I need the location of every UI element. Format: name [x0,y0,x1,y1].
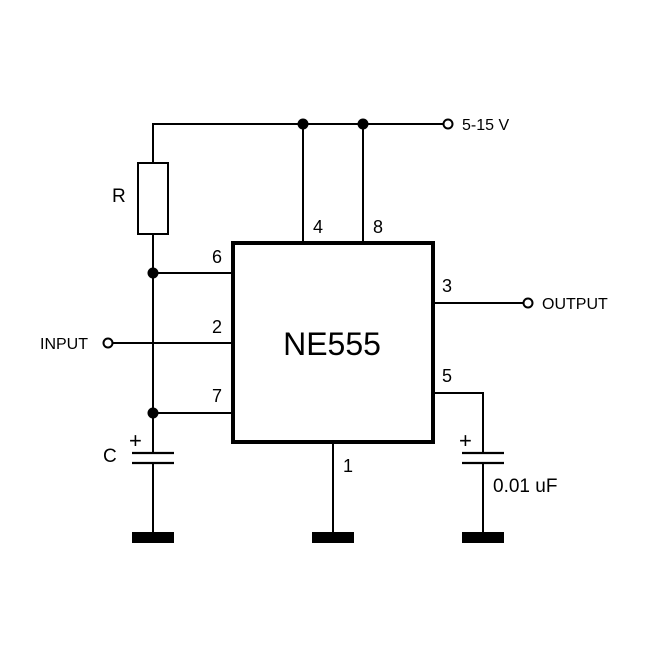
ne555-chip [231,241,435,444]
chip-name: NE555 [283,326,381,362]
output-terminal[interactable] [522,297,534,309]
pin2-label: 2 [212,317,222,337]
output-label: OUTPUT [542,296,608,313]
supply-label: 5-15 V [462,117,509,134]
capacitor-c-plus-sign: + [129,428,142,453]
pin5-label: 5 [442,366,452,386]
ground-symbol-ctrl [462,532,504,543]
junction-dot-pin8 [357,118,369,130]
junction-dot-pin4 [297,118,309,130]
resistor-label: R [112,186,126,207]
input-label: INPUT [40,336,88,353]
ground-symbol-c [132,532,174,543]
pin3-label: 3 [442,276,452,296]
pin8-label: 8 [373,217,383,237]
junction-dot-pin6 [147,267,159,279]
resistor-r [137,162,169,235]
pin5-wire [432,392,484,454]
input-terminal[interactable] [102,337,114,349]
supply-terminal[interactable] [442,118,454,130]
pin6-label: 6 [212,247,222,267]
capacitor-c-label: C [103,446,117,467]
capacitor-ctrl-label: 0.01 uF [493,476,557,497]
pin7-label: 7 [212,386,222,406]
pin1-label: 1 [343,456,353,476]
ground-symbol-pin1 [312,532,354,543]
junction-dot-pin7 [147,407,159,419]
capacitor-ctrl-plus-sign: + [459,428,472,453]
pin4-label: 4 [313,217,323,237]
